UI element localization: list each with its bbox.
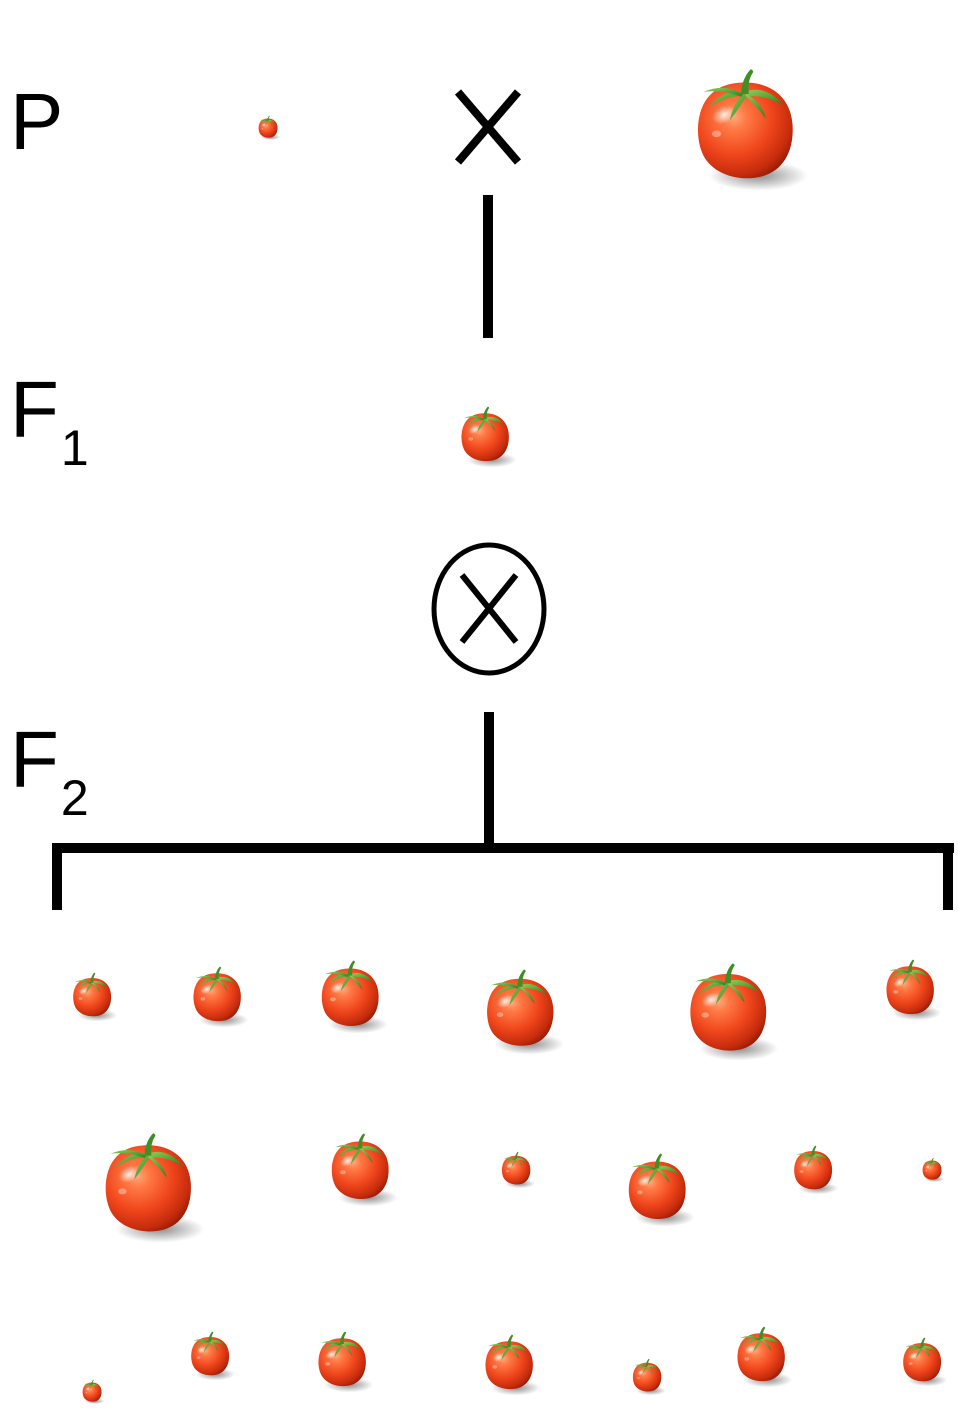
tomato-f2-offspring [191,1331,236,1381]
label-f1-subscript: 1 [60,419,89,476]
tomato-f2-offspring [105,1133,205,1243]
tomato-f2-offspring [922,1157,945,1183]
tomato-f2-offspring [82,1379,105,1405]
f2-bracket [52,843,954,910]
tomato-f2-offspring [632,1358,666,1396]
tomato-f2-offspring [886,959,942,1021]
label-f1: F1 [10,370,89,473]
label-f2: F2 [10,720,89,823]
label-p: P [10,82,63,162]
tomato-f2-offspring [73,972,118,1022]
tomato-f2-offspring [501,1151,535,1189]
tomato-f2-offspring [321,960,388,1034]
tomato-f2-offspring [193,966,249,1028]
connector-lines [52,89,954,910]
tomato-large-parent [697,69,808,191]
circled-cross-symbol [431,542,547,676]
label-f1-letter: F [10,365,59,454]
tomato-f2-offspring [903,1337,948,1387]
cross-symbol [454,89,522,165]
label-f2-letter: F [10,715,59,804]
tomato-f2-offspring [794,1145,839,1195]
tomato-f2-offspring [690,963,779,1061]
tomato-f1-offspring [461,406,517,468]
tomato-layer [73,69,948,1405]
tomato-f2-offspring [628,1153,695,1227]
label-p-letter: P [10,77,64,166]
tomato-small-parent [258,115,281,141]
tomato-f2-offspring [485,1334,541,1396]
tomato-f2-offspring [331,1133,398,1207]
tomato-f2-offspring [318,1331,374,1393]
tomato-f2-offspring [487,969,564,1055]
tomato-f2-offspring [737,1326,793,1388]
label-f2-subscript: 2 [60,769,89,826]
